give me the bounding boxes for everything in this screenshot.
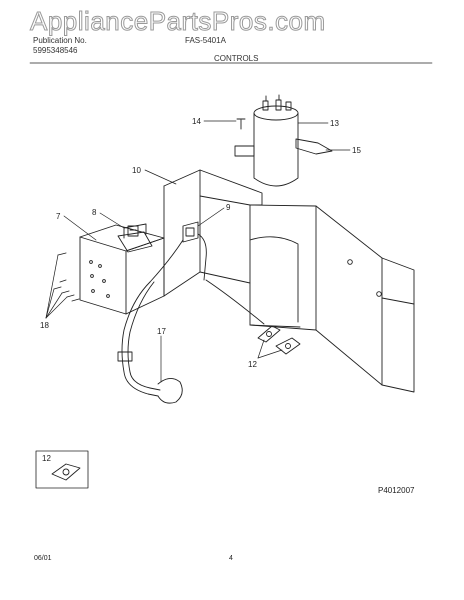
publication-label: Publication No. [33, 36, 87, 45]
capacitor-bracket [295, 138, 333, 155]
bracket-tab [234, 145, 255, 157]
capacitor [253, 94, 299, 187]
screw [236, 118, 246, 130]
control-box [79, 224, 165, 315]
mounting-screws [53, 252, 80, 302]
callout-12: 12 [248, 360, 257, 369]
publication-number: 5995348546 [33, 46, 78, 55]
overload-wire [205, 279, 265, 325]
power-cord [117, 281, 183, 404]
callout-13: 13 [330, 119, 339, 128]
inset-callout-12: 12 [42, 454, 51, 463]
model-number: FAS-5401A [185, 36, 226, 45]
inset-overload [51, 463, 81, 481]
callout-7: 7 [56, 212, 61, 221]
leader-lines [45, 120, 351, 383]
callout-18: 18 [40, 321, 49, 330]
callout-10: 10 [132, 166, 141, 175]
footer-page: 4 [229, 555, 233, 562]
thermostat [149, 221, 207, 283]
rotary-switch [117, 223, 153, 253]
control-panel-housing [163, 169, 415, 393]
overload-protector [257, 325, 301, 355]
section-title: CONTROLS [214, 54, 259, 63]
callout-14: 14 [192, 117, 201, 126]
figure-code: P4012007 [378, 486, 415, 495]
callout-9: 9 [226, 203, 231, 212]
detail-inset [35, 450, 89, 489]
callout-17: 17 [157, 327, 166, 336]
callout-8: 8 [92, 208, 97, 217]
footer-date: 06/01 [34, 555, 52, 562]
callout-15: 15 [352, 146, 361, 155]
watermark: AppliancePartsPros.com [30, 6, 326, 37]
